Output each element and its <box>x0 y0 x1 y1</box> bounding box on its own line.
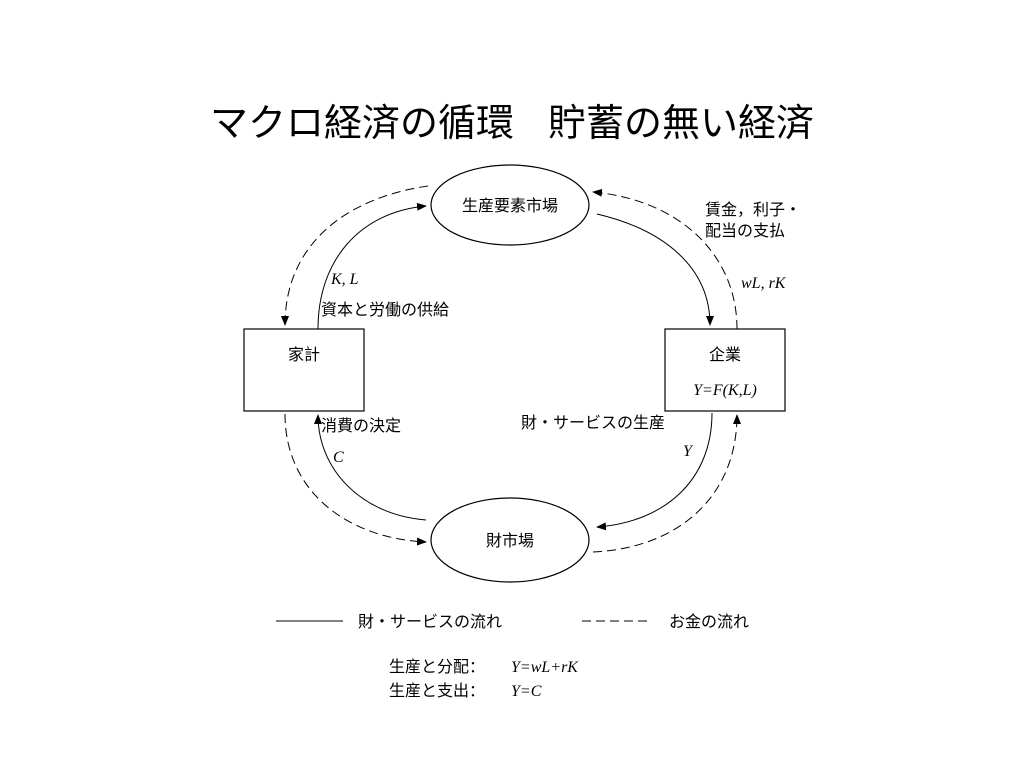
goods-market-label: 財市場 <box>486 531 534 550</box>
title-main: マクロ経済の循環 <box>209 101 514 145</box>
factor-market-label: 生産要素市場 <box>462 196 558 215</box>
production-math: Y <box>683 443 694 460</box>
title-sub: 貯蓄の無い経済 <box>548 101 815 145</box>
consumption-label: 消費の決定 <box>321 416 401 435</box>
factor-market-node <box>430 164 590 246</box>
wage-label-line1: 賃金，利子・ <box>705 200 801 219</box>
consumption-math: C <box>333 449 344 466</box>
distribution-formula: Y=wL+rK <box>511 659 579 676</box>
wage-label-line2: 配当の支払 <box>705 221 785 240</box>
supply-math: K, L <box>330 271 359 288</box>
legend-money-flow: お金の流れ <box>669 612 749 631</box>
distribution-label: 生産と分配： <box>389 657 485 676</box>
firm-label: 企業 <box>709 345 741 364</box>
legend-goods-flow: 財・サービスの流れ <box>358 612 502 631</box>
goods-market-node <box>430 497 590 583</box>
production-arrow <box>596 412 713 531</box>
firm-node <box>664 328 786 412</box>
household-label: 家計 <box>288 345 320 364</box>
production-label: 財・サービスの生産 <box>521 413 665 432</box>
consumption-arrow <box>314 414 427 521</box>
supply-label: 資本と労働の供給 <box>321 300 449 319</box>
factor-supply-arrow <box>317 202 427 330</box>
expenditure-arrow <box>284 413 427 546</box>
slide-title: マクロ経済の循環貯蓄の無い経済 <box>0 92 1024 147</box>
firm-formula: Y=F(K,L) <box>693 382 757 399</box>
wage-payment-arrow <box>592 188 738 330</box>
wage-math: wL, rK <box>741 275 787 292</box>
revenue-to-firm-arrow <box>592 414 741 553</box>
expenditure-label: 生産と支出： <box>389 681 485 700</box>
expenditure-formula: Y=C <box>511 683 542 700</box>
money-to-household-arrow <box>281 185 429 326</box>
factor-to-firm-arrow <box>596 213 714 326</box>
household-node <box>243 328 365 412</box>
